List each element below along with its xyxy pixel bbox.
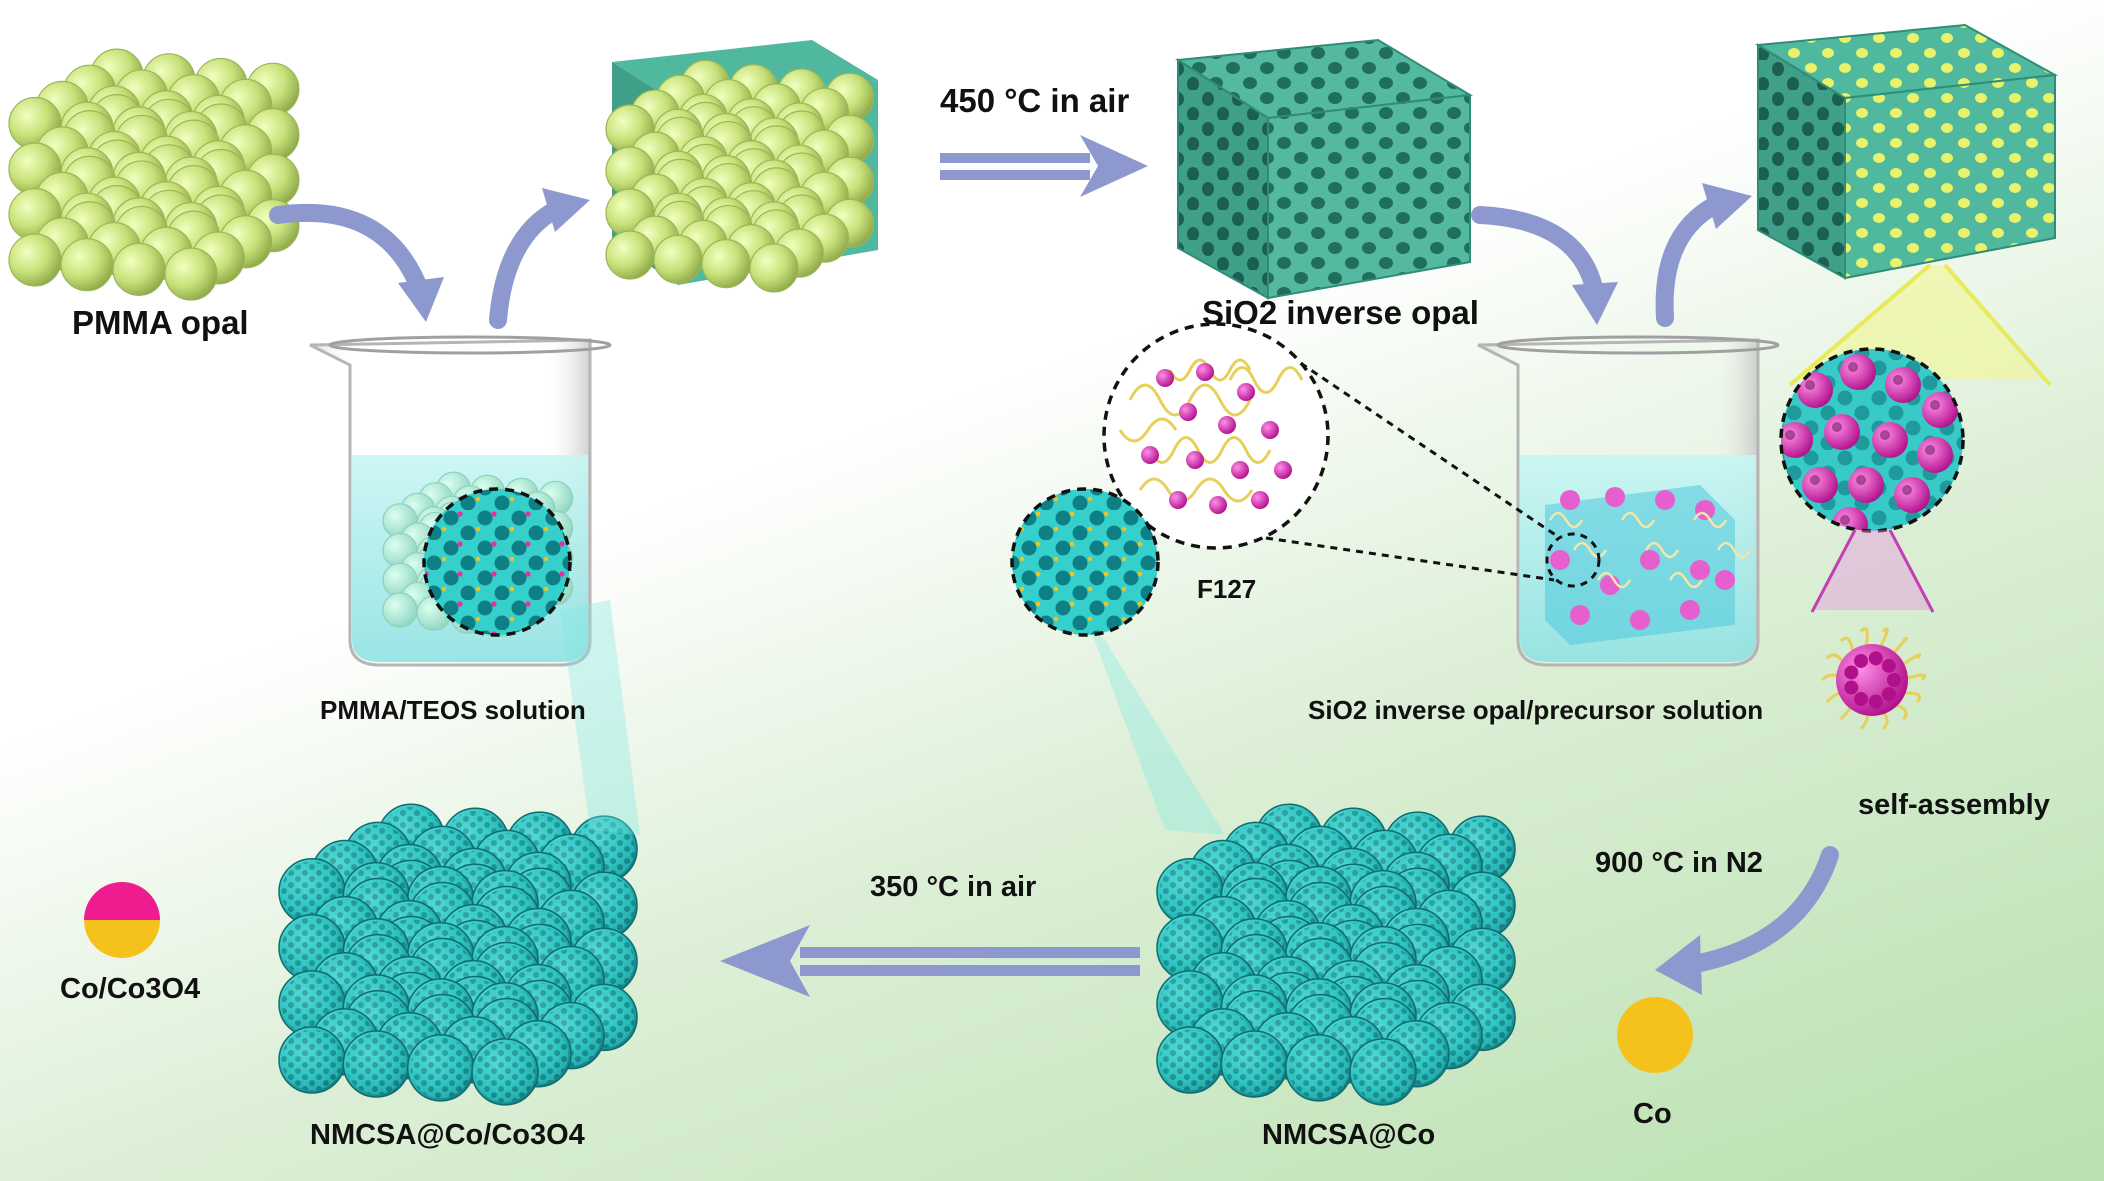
pmma-sphere <box>701 239 751 289</box>
pmma-sphere <box>653 234 703 284</box>
sio2-inverse-opal-cube <box>1175 38 1474 300</box>
pmma-opal-cube <box>8 48 300 301</box>
curved-arrow-down-2 <box>1471 206 1618 325</box>
f127-bead <box>1261 421 1279 439</box>
pmma-sphere <box>605 230 655 280</box>
nmcsa-co-zoom <box>1010 487 1225 835</box>
f127-bead <box>1237 383 1255 401</box>
precursor-particles <box>1548 487 1752 630</box>
pmma-sphere <box>164 247 218 301</box>
label-nmcsa-co-co3o4: NMCSA@Co/Co3O4 <box>310 1119 585 1151</box>
label-self-assembly: self-assembly <box>1858 789 2050 821</box>
arrow-350c <box>720 925 1140 997</box>
self-assembly-zoom <box>1779 263 2052 730</box>
micelle-particle <box>1820 627 1926 730</box>
self-assembled-cube <box>1754 23 2059 280</box>
nmcsa-co-co3o4-cube <box>278 803 638 1106</box>
f127-bead <box>1231 461 1249 479</box>
f127-bead <box>1141 446 1159 464</box>
label-precursor-solution: SiO2 inverse opal/precursor solution <box>1308 695 1764 725</box>
pmma-sphere <box>749 243 799 293</box>
label-450c-in-air: 450 °C in air <box>940 82 1130 119</box>
f127-bead <box>1186 451 1204 469</box>
f127-zoom-circle <box>1102 322 1561 582</box>
f127-bead <box>1179 403 1197 421</box>
label-900c-in-n2: 900 °C in N2 <box>1595 847 1763 879</box>
label-pmma-opal: PMMA opal <box>72 304 249 341</box>
co-particle-icon <box>1617 997 1693 1073</box>
arrow-450c <box>940 135 1148 197</box>
f127-bead <box>1196 363 1214 381</box>
arrow-900c <box>1655 846 1839 995</box>
f127-bead <box>1251 491 1269 509</box>
infiltrated-opal-cube <box>605 40 878 293</box>
f127-bead <box>1169 491 1187 509</box>
label-350c-in-air: 350 °C in air <box>870 871 1037 903</box>
label-co-co3o4: Co/Co3O4 <box>60 973 201 1005</box>
nmcsa-co-cube <box>1156 803 1516 1106</box>
f127-bead <box>1209 496 1227 514</box>
f127-bead <box>1218 416 1236 434</box>
label-pmma-teos-solution: PMMA/TEOS solution <box>320 695 586 725</box>
curved-arrow-up-1 <box>489 188 590 329</box>
curved-arrow-down-1 <box>269 203 444 322</box>
pmma-sphere <box>8 233 62 287</box>
pmma-sphere <box>60 238 114 292</box>
nmcsa-co3o4-zoom <box>422 487 640 835</box>
co-co3o4-particle-icon <box>84 882 160 958</box>
label-sio2-inverse-opal: SiO2 inverse opal <box>1202 294 1479 331</box>
label-nmcsa-co: NMCSA@Co <box>1262 1119 1436 1151</box>
faded-sphere <box>382 592 418 628</box>
f127-bead <box>1156 369 1174 387</box>
beaker-precursor <box>1477 335 1780 667</box>
pmma-sphere <box>112 242 166 296</box>
label-co: Co <box>1633 1098 1672 1130</box>
curved-arrow-up-2 <box>1655 183 1752 327</box>
f127-bead <box>1274 461 1292 479</box>
label-f127: F127 <box>1197 574 1257 604</box>
